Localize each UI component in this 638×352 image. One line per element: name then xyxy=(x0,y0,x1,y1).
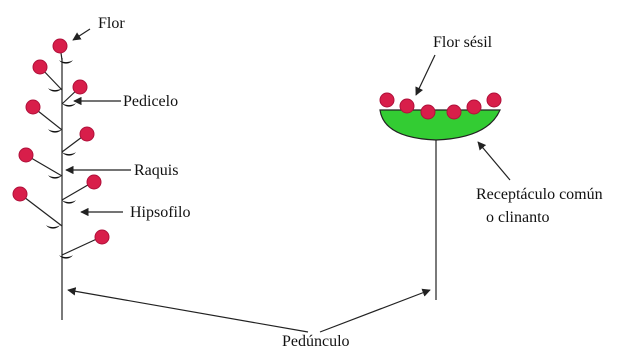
hypsophyll-bract xyxy=(59,255,73,259)
receptaculo-arrow xyxy=(478,142,510,180)
hypsophyll-bract xyxy=(48,129,62,133)
hypsophyll-bract xyxy=(62,200,76,204)
hypsophyll-bract xyxy=(62,152,76,156)
sessile-flower xyxy=(380,93,394,107)
flower xyxy=(13,187,27,201)
hypsophyll-bract xyxy=(59,60,73,64)
label-flor: Flor xyxy=(98,15,125,32)
sessile-flower xyxy=(447,105,461,119)
sessile-flower xyxy=(467,100,481,114)
sessile-flower xyxy=(487,93,501,107)
flower xyxy=(87,175,101,189)
flower xyxy=(73,80,87,94)
peduncle-arrow-left xyxy=(68,290,308,332)
hypsophyll-bract xyxy=(62,103,76,107)
label-hipsofilo: Hipsofilo xyxy=(130,204,190,221)
hypsophyll-bract xyxy=(46,225,60,229)
flower xyxy=(80,127,94,141)
label-raquis: Raquis xyxy=(134,162,178,179)
pedicel xyxy=(20,194,62,226)
raceme-inflorescence xyxy=(13,29,131,320)
peduncle-arrow-right xyxy=(320,290,430,332)
sessile-flower xyxy=(400,99,414,113)
flowers xyxy=(13,39,109,244)
capitulum-inflorescence xyxy=(380,55,510,300)
flor-sesil-arrow xyxy=(416,55,435,95)
labels: Flor Pedicelo Raquis Hipsofilo Pedúnculo… xyxy=(98,15,603,350)
flower xyxy=(53,39,67,53)
label-receptaculo-line1: Receptáculo común xyxy=(476,186,603,203)
sessile-flower xyxy=(421,105,435,119)
label-pedicelo: Pedicelo xyxy=(123,93,178,110)
label-peduncle: Pedúnculo xyxy=(282,333,350,350)
label-receptaculo-line2: o clinanto xyxy=(486,209,550,226)
common-receptacle xyxy=(380,110,500,140)
flower xyxy=(95,230,109,244)
flor-arrow xyxy=(73,29,90,40)
hypsophyll-bract xyxy=(48,175,62,179)
flower xyxy=(26,100,40,114)
pedicels xyxy=(20,46,101,255)
flower xyxy=(33,60,47,74)
flower xyxy=(19,148,33,162)
peduncle-arrows xyxy=(68,290,430,332)
label-flor-sesil: Flor sésil xyxy=(433,34,493,51)
